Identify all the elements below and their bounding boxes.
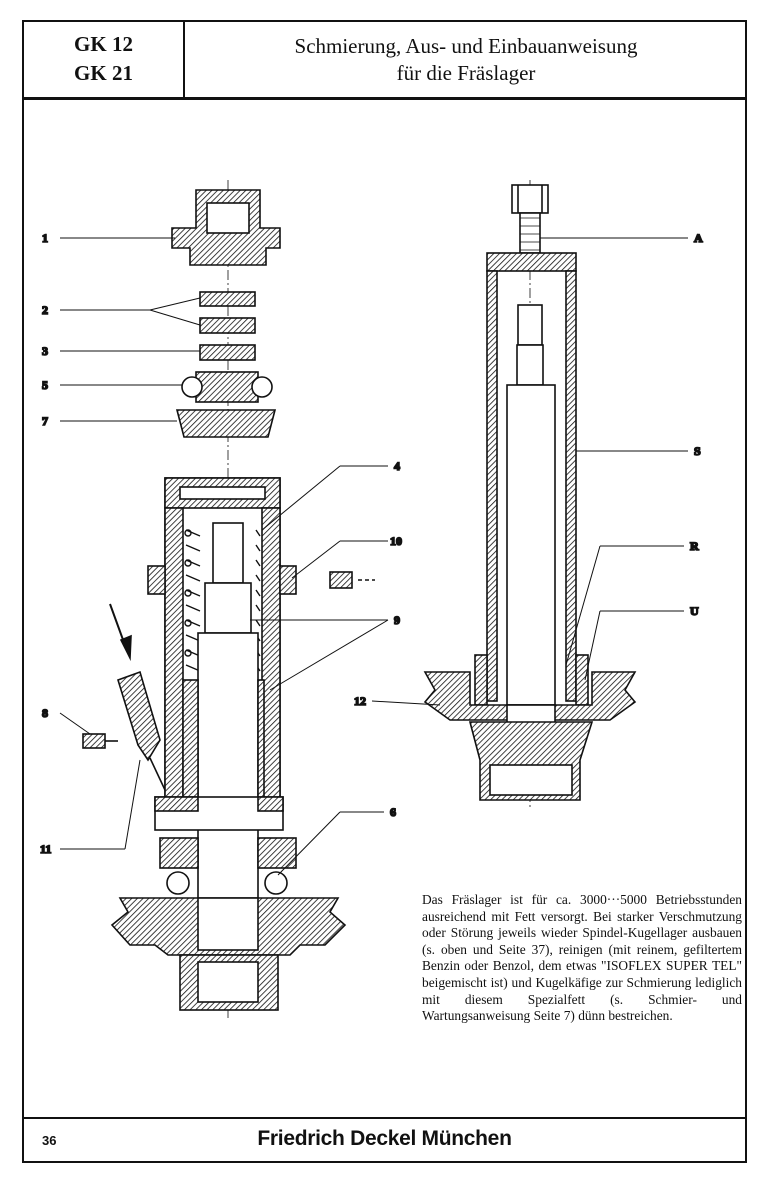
label-11: 11 <box>40 842 51 856</box>
page-header: GK 12 GK 21 Schmierung, Aus- und Einbaua… <box>24 22 745 100</box>
leader-lines <box>59 237 688 876</box>
label-3: 3 <box>42 344 48 358</box>
label-U: U <box>690 604 699 618</box>
lubrication-instructions: Das Fräslager ist für ca. 3000···5000 Be… <box>422 892 742 1024</box>
ring-part-7 <box>175 409 277 438</box>
label-S: S <box>694 444 701 458</box>
ring-part-2b <box>199 317 256 334</box>
label-5: 5 <box>42 378 48 392</box>
left-exploded-assembly <box>82 180 375 1020</box>
model-gk21: GK 21 <box>74 61 133 85</box>
label-2: 2 <box>42 303 48 317</box>
ring-part-3 <box>199 344 256 361</box>
label-R: R <box>690 539 699 553</box>
label-12: 12 <box>354 694 366 708</box>
title-line-1: Schmierung, Aus- und Einbauanweisung <box>294 34 638 58</box>
page-number: 36 <box>42 1133 57 1148</box>
page-title: Schmierung, Aus- und Einbauanweisung für… <box>187 22 745 97</box>
label-8: 8 <box>42 706 48 720</box>
label-10: 10 <box>390 534 402 548</box>
pulley-right <box>423 671 637 721</box>
manufacturer-name: Friedrich Deckel München <box>257 1127 512 1150</box>
model-gk12: GK 12 <box>74 32 133 56</box>
spindle <box>197 632 259 904</box>
ring-part-2a <box>199 291 256 307</box>
page-footer: 36 Friedrich Deckel München <box>24 1117 745 1161</box>
page-frame: GK 12 GK 21 Schmierung, Aus- und Einbaua… <box>22 20 747 1163</box>
sleeve-S <box>486 252 577 272</box>
model-cell: GK 12 GK 21 <box>24 22 185 97</box>
label-7: 7 <box>42 414 48 428</box>
title-line-2: für die Fräslager <box>396 61 536 85</box>
part-labels: 1 2 3 5 7 4 10 9 8 11 6 A S R U 12 <box>39 230 704 857</box>
right-assembly <box>423 180 637 810</box>
label-1: 1 <box>42 231 48 245</box>
label-9: 9 <box>394 613 400 627</box>
label-A: A <box>694 231 703 245</box>
label-6: 6 <box>390 805 396 819</box>
spindle-right <box>506 384 556 706</box>
grease-gun <box>117 670 161 762</box>
label-4: 4 <box>394 459 400 473</box>
